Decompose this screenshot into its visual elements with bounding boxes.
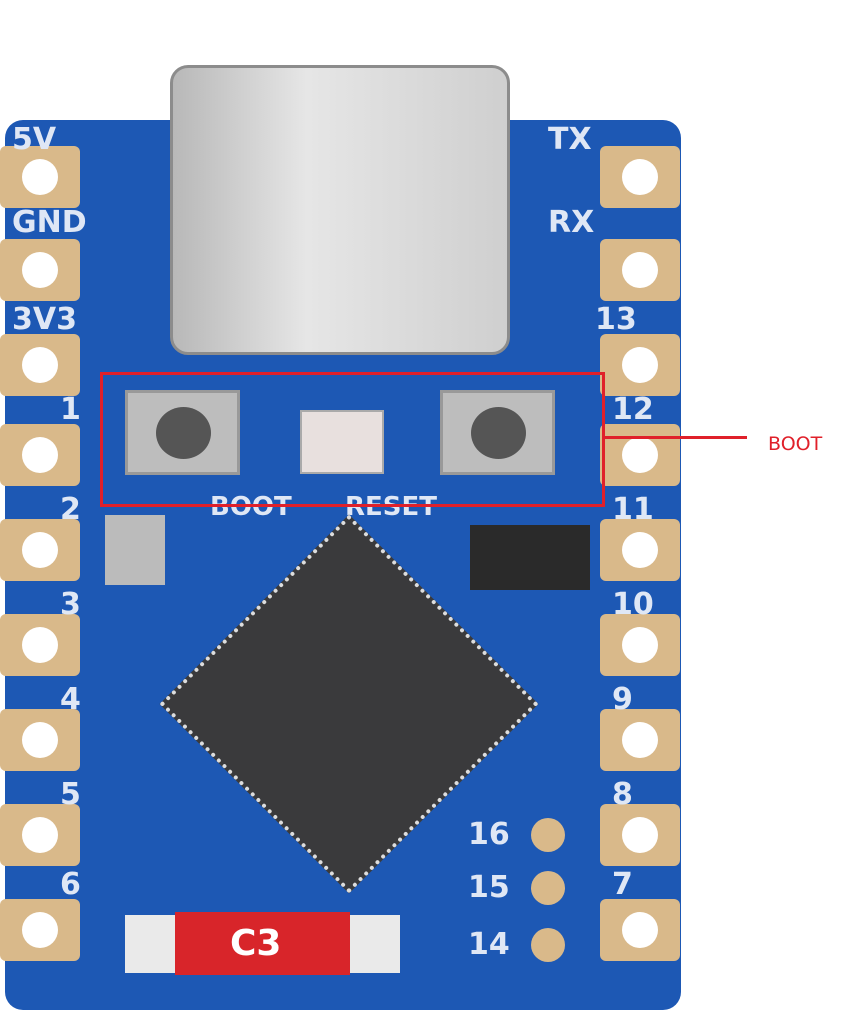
right-pin-label: 13 [595, 302, 637, 337]
left-pin-label: 5 [60, 777, 81, 812]
left-pin-label: 3V3 [12, 302, 77, 337]
right-pin-pad [600, 614, 680, 676]
regulator-chip [470, 525, 590, 590]
left-pin-label: 5V [12, 122, 57, 157]
rgb-led [300, 410, 384, 474]
usb-c-connector [170, 65, 510, 355]
right-pin-label: 8 [612, 777, 633, 812]
right-pin-label: 12 [612, 392, 654, 427]
test-pad [531, 818, 565, 852]
right-pin-pad [600, 519, 680, 581]
left-pin-label: 1 [60, 392, 81, 427]
bottom-pin-label: 14 [468, 927, 510, 962]
right-pin-label: TX [548, 122, 592, 157]
boot-button [125, 390, 240, 475]
right-pin-pad [600, 804, 680, 866]
left-pin-label: GND [12, 205, 87, 240]
left-pin-label: 4 [60, 682, 81, 717]
boot-highlight-box [100, 372, 605, 507]
left-pin-pad [0, 239, 80, 301]
right-pin-pad [600, 899, 680, 961]
bottom-pin-label: 15 [468, 870, 510, 905]
boot-silk-label: BOOT [210, 492, 292, 522]
right-pin-label: 7 [612, 867, 633, 902]
test-pad [531, 871, 565, 905]
callout-line [605, 436, 747, 439]
crystal [105, 515, 165, 585]
right-pin-pad [600, 146, 680, 208]
right-pin-label: RX [548, 205, 595, 240]
left-pin-pad [0, 424, 80, 486]
left-pin-pad [0, 146, 80, 208]
c3-end-right [350, 915, 400, 973]
reset-button [440, 390, 555, 475]
boot-callout-label: BOOT [768, 433, 823, 455]
right-pin-label: 10 [612, 587, 654, 622]
right-pin-pad [600, 334, 680, 396]
left-pin-pad [0, 804, 80, 866]
left-pin-label: 6 [60, 867, 81, 902]
right-pin-pad [600, 239, 680, 301]
reset-silk-label: RESET [345, 492, 438, 522]
right-pin-pad [600, 709, 680, 771]
right-pin-label: 9 [612, 682, 633, 717]
c3-label: C3 [175, 912, 350, 975]
left-pin-label: 2 [60, 492, 81, 527]
left-pin-pad [0, 519, 80, 581]
left-pin-pad [0, 899, 80, 961]
c3-end-left [125, 915, 175, 973]
left-pin-pad [0, 334, 80, 396]
bottom-pin-label: 16 [468, 817, 510, 852]
right-pin-label: 11 [612, 492, 654, 527]
left-pin-pad [0, 614, 80, 676]
left-pin-pad [0, 709, 80, 771]
right-pin-pad [600, 424, 680, 486]
left-pin-label: 3 [60, 587, 81, 622]
test-pad [531, 928, 565, 962]
